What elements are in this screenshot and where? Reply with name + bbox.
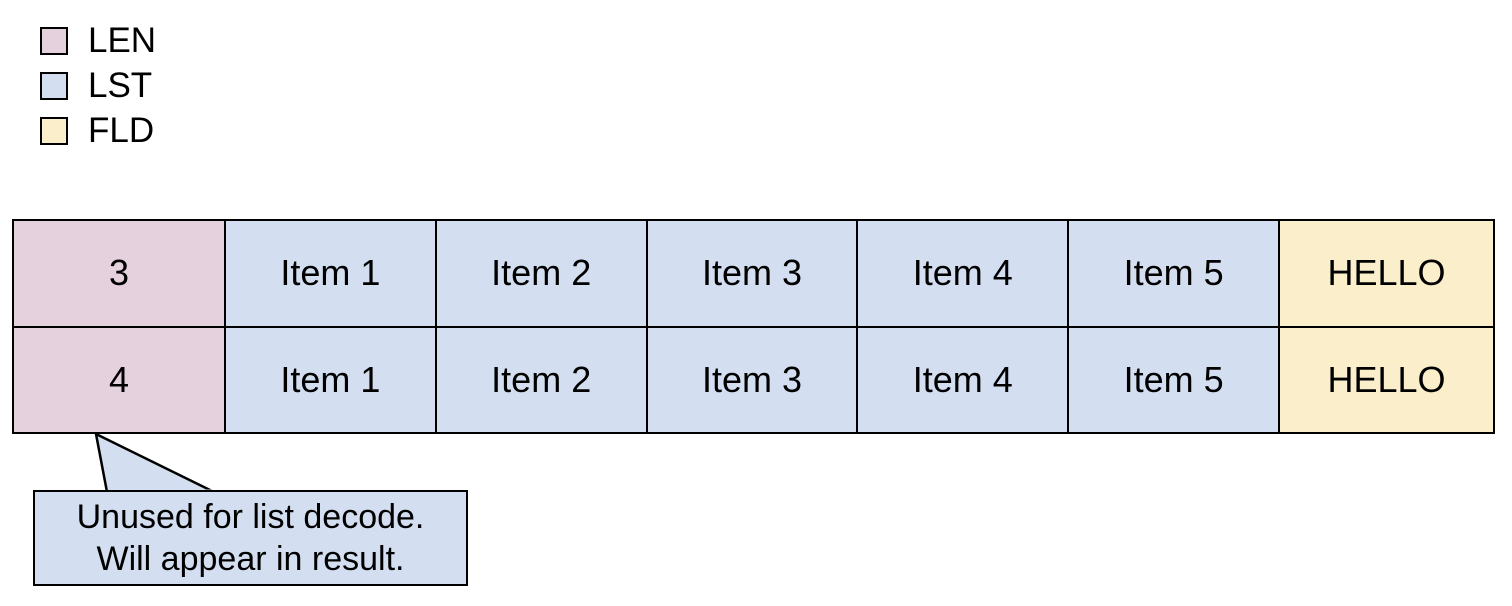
cell-len: 4 [14,327,226,432]
cell-list-item: Item 4 [858,327,1070,432]
legend-label-len: LEN [88,21,157,60]
legend: LEN LST FLD [40,18,156,153]
legend-label-fld: FLD [88,111,155,150]
callout-box: Unused for list decode. Will appear in r… [33,490,468,586]
cell-list-item: Item 1 [226,221,437,326]
cell-list-item: Item 2 [436,221,648,326]
cell-list-item: Item 1 [226,327,437,432]
cell-list-item: Item 4 [858,221,1070,326]
table-row: 3 Item 1 Item 2 Item 3 Item 4 Item 5 HEL… [14,221,1493,328]
legend-swatch-lst-icon [40,71,68,100]
callout-line-1: Unused for list decode. [76,498,425,536]
legend-item-len: LEN [40,18,156,63]
cell-field: HELLO [1279,327,1493,432]
cell-field: HELLO [1279,221,1493,326]
legend-swatch-fld-icon [40,116,68,145]
legend-item-fld: FLD [40,108,156,153]
legend-item-lst: LST [40,63,156,108]
callout-tail-icon [94,431,215,494]
cell-list-item: Item 5 [1069,221,1280,326]
legend-swatch-len-icon [40,26,68,55]
table-row: 4 Item 1 Item 2 Item 3 Item 4 Item 5 HEL… [14,327,1493,432]
cell-list-item: Item 5 [1069,327,1280,432]
cell-len: 3 [14,221,226,326]
legend-label-lst: LST [88,66,153,105]
cell-list-item: Item 2 [436,327,648,432]
callout-line-2: Will appear in result. [96,540,405,578]
cell-list-item: Item 3 [647,327,859,432]
cell-list-item: Item 3 [647,221,859,326]
packet-table: 3 Item 1 Item 2 Item 3 Item 4 Item 5 HEL… [12,219,1495,434]
